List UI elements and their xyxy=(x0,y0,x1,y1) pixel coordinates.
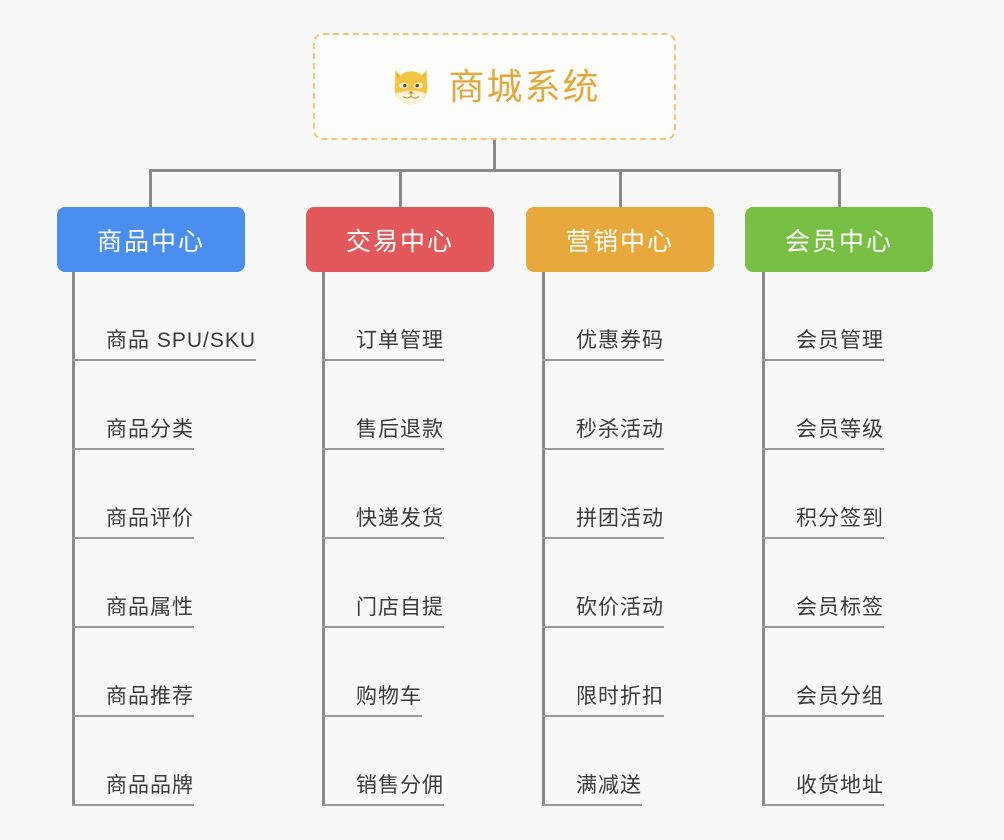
leaf-item-underline: 购物车 xyxy=(322,684,422,717)
leaf-item[interactable]: 限时折扣 xyxy=(542,628,664,717)
leaf-item-label: 销售分佣 xyxy=(356,773,444,797)
leaf-item-label: 商品评价 xyxy=(106,506,194,530)
leaf-item-underline: 限时折扣 xyxy=(542,684,664,717)
leaf-item-label: 收货地址 xyxy=(796,773,884,797)
leaf-item-underline: 订单管理 xyxy=(322,328,444,361)
leaf-item[interactable]: 购物车 xyxy=(322,628,422,717)
connector-drop-3 xyxy=(619,169,622,209)
leaf-item-label: 商品品牌 xyxy=(106,773,194,797)
leaf-item-underline: 收货地址 xyxy=(762,773,884,806)
leaf-item-underline: 商品 SPU/SKU xyxy=(72,328,257,361)
leaf-item-underline: 会员分组 xyxy=(762,684,884,717)
category-box-3[interactable]: 营销中心 xyxy=(526,207,714,272)
leaf-item-label: 门店自提 xyxy=(356,595,444,619)
leaf-item-underline: 会员标签 xyxy=(762,595,884,628)
leaf-item-label: 商品推荐 xyxy=(106,684,194,708)
leaf-item[interactable]: 砍价活动 xyxy=(542,539,664,628)
leaf-item-underline: 会员等级 xyxy=(762,417,884,450)
root-title: 商城系统 xyxy=(448,65,601,107)
leaf-item-underline: 售后退款 xyxy=(322,417,444,450)
leaf-item-underline: 积分签到 xyxy=(762,506,884,539)
leaf-item-label: 会员标签 xyxy=(796,595,884,619)
leaf-item[interactable]: 商品品牌 xyxy=(72,717,194,806)
leaf-item-label: 订单管理 xyxy=(356,328,444,352)
leaf-item[interactable]: 快递发货 xyxy=(322,450,444,539)
leaf-item[interactable]: 商品属性 xyxy=(72,539,194,628)
connector-drop-1 xyxy=(149,169,152,209)
leaf-item[interactable]: 秒杀活动 xyxy=(542,361,664,450)
leaf-item-underline: 满减送 xyxy=(542,773,642,806)
leaf-item-underline: 商品分类 xyxy=(72,417,194,450)
leaf-item[interactable]: 商品 SPU/SKU xyxy=(72,272,257,361)
leaf-item[interactable]: 拼团活动 xyxy=(542,450,664,539)
root-stem-line xyxy=(493,140,496,172)
leaf-item-underline: 快递发货 xyxy=(322,506,444,539)
leaf-item-label: 商品属性 xyxy=(106,595,194,619)
leaf-item-label: 拼团活动 xyxy=(576,506,664,530)
leaf-item[interactable]: 订单管理 xyxy=(322,272,444,361)
leaf-item-underline: 商品属性 xyxy=(72,595,194,628)
leaf-item[interactable]: 满减送 xyxy=(542,717,642,806)
leaf-item-underline: 门店自提 xyxy=(322,595,444,628)
leaf-item-underline: 商品评价 xyxy=(72,506,194,539)
leaf-item-label: 砍价活动 xyxy=(576,595,664,619)
leaf-item-label: 商品 SPU/SKU xyxy=(106,328,257,352)
leaf-item[interactable]: 收货地址 xyxy=(762,717,884,806)
leaf-item[interactable]: 商品推荐 xyxy=(72,628,194,717)
category-box-4[interactable]: 会员中心 xyxy=(745,207,933,272)
leaf-item-underline: 销售分佣 xyxy=(322,773,444,806)
leaf-item[interactable]: 优惠券码 xyxy=(542,272,664,361)
leaf-item-label: 限时折扣 xyxy=(576,684,664,708)
leaf-item-label: 秒杀活动 xyxy=(576,417,664,441)
leaf-item[interactable]: 会员管理 xyxy=(762,272,884,361)
leaf-item[interactable]: 会员等级 xyxy=(762,361,884,450)
leaf-stem-line xyxy=(762,272,765,806)
leaf-item[interactable]: 积分签到 xyxy=(762,450,884,539)
leaf-item-label: 会员管理 xyxy=(796,328,884,352)
leaf-item-label: 满减送 xyxy=(576,773,642,797)
connector-drop-2 xyxy=(399,169,402,209)
leaf-item-label: 快递发货 xyxy=(356,506,444,530)
leaf-item-underline: 秒杀活动 xyxy=(542,417,664,450)
leaf-item-label: 会员分组 xyxy=(796,684,884,708)
connector-bus-line xyxy=(149,169,841,172)
leaf-item-label: 优惠券码 xyxy=(576,328,664,352)
leaf-item-underline: 商品推荐 xyxy=(72,684,194,717)
leaf-item[interactable]: 商品分类 xyxy=(72,361,194,450)
leaf-item[interactable]: 销售分佣 xyxy=(322,717,444,806)
leaf-item-label: 会员等级 xyxy=(796,417,884,441)
category-label: 交易中心 xyxy=(345,227,454,256)
leaf-item[interactable]: 会员分组 xyxy=(762,628,884,717)
leaf-item[interactable]: 售后退款 xyxy=(322,361,444,450)
leaf-item-label: 积分签到 xyxy=(796,506,884,530)
category-label: 营销中心 xyxy=(565,227,674,256)
leaf-item-underline: 砍价活动 xyxy=(542,595,664,628)
leaf-item-underline: 会员管理 xyxy=(762,328,884,361)
leaf-item-label: 购物车 xyxy=(356,684,422,708)
connector-drop-4 xyxy=(838,169,841,209)
root-node[interactable]: 商城系统 xyxy=(313,33,676,140)
leaf-item-label: 商品分类 xyxy=(106,417,194,441)
category-label: 会员中心 xyxy=(784,227,893,256)
leaf-item-underline: 商品品牌 xyxy=(72,773,194,806)
leaf-item-label: 售后退款 xyxy=(356,417,444,441)
category-label: 商品中心 xyxy=(96,227,205,256)
leaf-item[interactable]: 门店自提 xyxy=(322,539,444,628)
category-box-1[interactable]: 商品中心 xyxy=(57,207,245,272)
leaf-stem-line xyxy=(72,272,75,806)
category-box-2[interactable]: 交易中心 xyxy=(306,207,494,272)
leaf-item[interactable]: 商品评价 xyxy=(72,450,194,539)
leaf-item-underline: 拼团活动 xyxy=(542,506,664,539)
shiba-dog-icon xyxy=(388,64,434,110)
leaf-stem-line xyxy=(542,272,545,806)
leaf-stem-line xyxy=(322,272,325,806)
leaf-item-underline: 优惠券码 xyxy=(542,328,664,361)
leaf-item[interactable]: 会员标签 xyxy=(762,539,884,628)
